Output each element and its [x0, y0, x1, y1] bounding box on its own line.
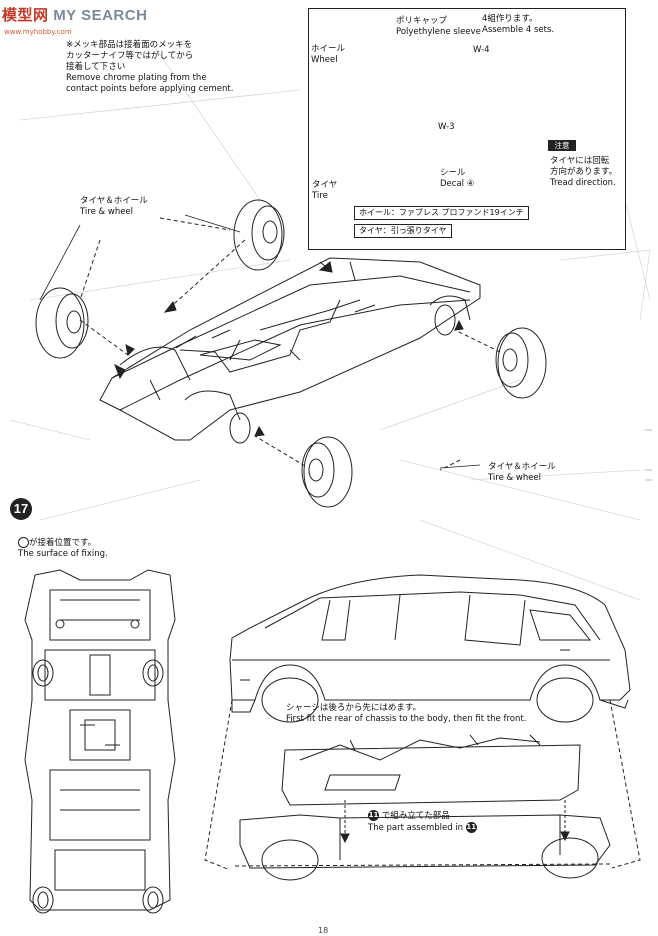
tire-wheel-right-top	[495, 327, 547, 399]
page-number: 18	[318, 926, 329, 935]
chassis-fit-note: シャーシは後ろから先にはめます。 First fit the rear of c…	[286, 703, 527, 724]
chassis-bottom-view	[24, 569, 176, 911]
interior-chassis-assembly	[239, 734, 611, 881]
part-w4-label: W-4	[473, 45, 490, 55]
chassis-wheel-contact-circles	[32, 619, 164, 914]
tire-label: タイヤ Tire	[312, 180, 338, 201]
wheel-spec-label: ホイール：ファブレス プロファンド19インチ	[354, 206, 529, 220]
alignment-arrows	[340, 800, 570, 844]
assembly-guide-lines	[79, 217, 501, 471]
tire-wheel-right-bottom	[301, 436, 353, 508]
step-17-badge: 17	[10, 498, 32, 520]
car-body-drawing	[229, 574, 631, 723]
chassis-top-drawing	[99, 257, 481, 441]
tire-wheel-label-left: タイヤ＆ホイール Tire & wheel	[80, 196, 148, 217]
polycap-label: ポリキャップ Polyethylene sleeve	[396, 16, 481, 37]
dashed-outline-guide	[204, 699, 641, 871]
caution-badge: 注意	[548, 140, 576, 151]
tire-wheel-left-top	[233, 199, 285, 271]
watermark-url: www.myhobby.com	[4, 28, 72, 36]
assemble-sets-note: 4組作ります。 Assemble 4 sets.	[482, 14, 555, 35]
tread-direction-note: タイヤには回転 方向があります。 Tread direction.	[550, 156, 618, 188]
wheel-label: ホイール Wheel	[311, 44, 346, 65]
assembled-part-note: 11 で組み立てた部品 The part assembled in 11	[368, 810, 477, 833]
tire-wheel-left-bottom	[35, 287, 89, 359]
chrome-note: ※メッキ部品は接着面のメッキを カッターナイフ等ではがしてから 接着して下さい …	[66, 40, 234, 94]
background-overprint	[9, 39, 651, 601]
tire-spec-label: タイヤ：引っ張りタイヤ	[354, 224, 452, 238]
contact-circle-icon	[18, 537, 29, 548]
fixing-surface-note: が接着位置です。 The surface of fixing.	[18, 537, 108, 559]
decal-label: シール Decal ④	[440, 168, 475, 189]
tire-wheel-label-right: タイヤ＆ホイール Tire & wheel	[488, 462, 556, 483]
part-w3-label: W-3	[438, 122, 455, 132]
watermark-logo: 模型网 MY SEARCH	[2, 7, 148, 24]
step-11-icon: 11	[368, 810, 379, 821]
step-11-icon-en: 11	[465, 822, 477, 833]
